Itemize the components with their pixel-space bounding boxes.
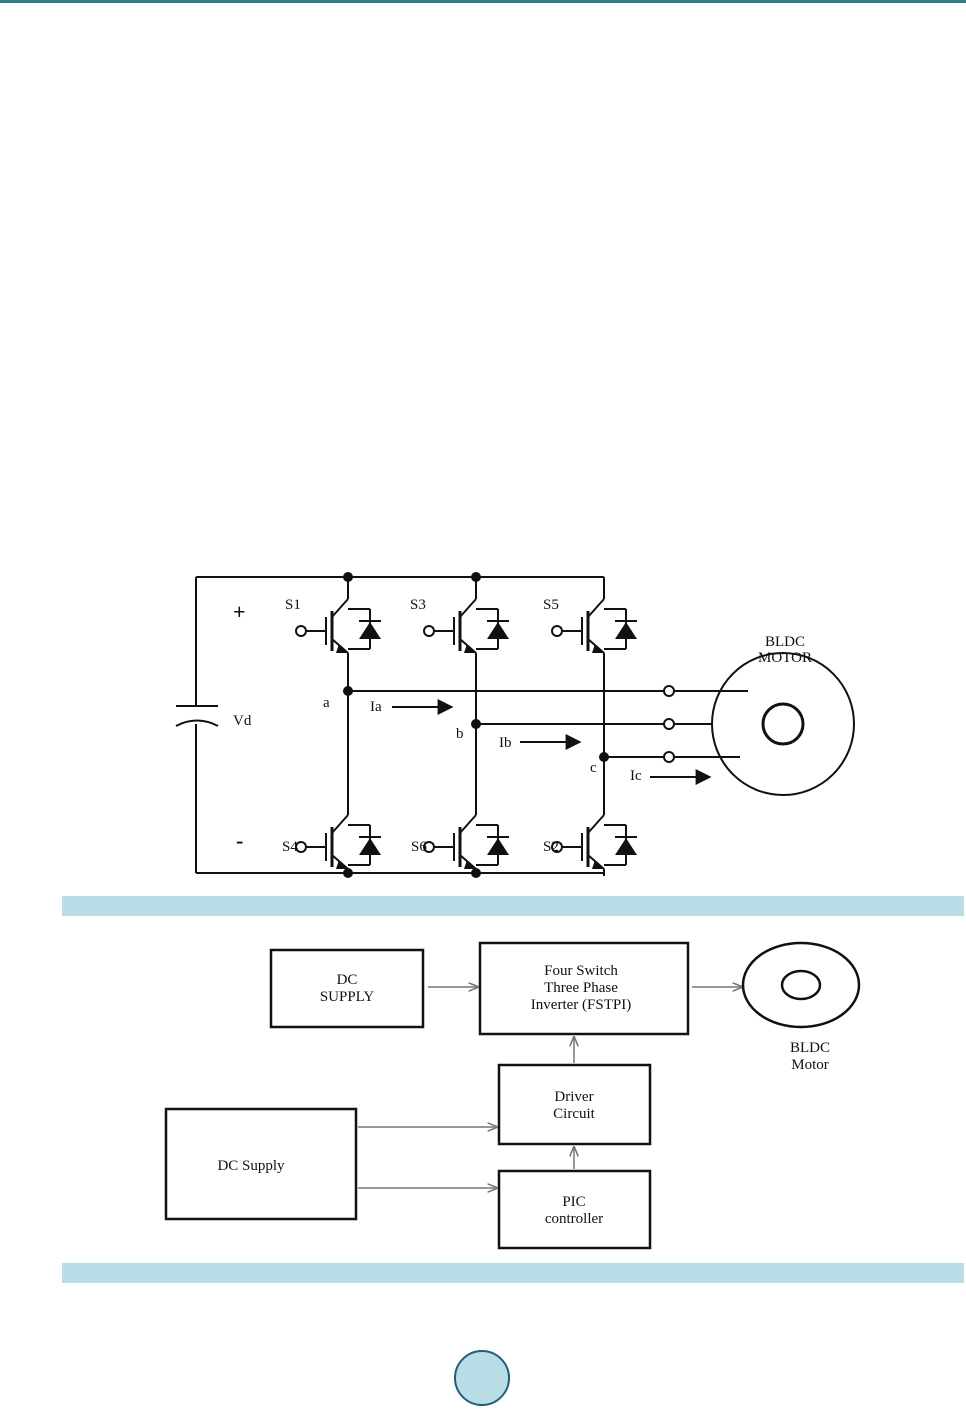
node-c-dot <box>599 752 609 762</box>
page-number <box>456 1352 508 1404</box>
page-number-badge <box>454 1350 510 1406</box>
inverter-circuit-diagram: S1 S3 S5 S4 S6 S2 + - Vd a b c Ia Ib Ic … <box>175 572 855 878</box>
motor-rotor <box>761 702 805 746</box>
block-text-fstpi-line1: Four Switch <box>544 963 618 979</box>
junction-top-b <box>471 572 481 582</box>
label-ic: Ic <box>630 768 642 784</box>
dc-supply-bottom-block <box>164 1107 358 1221</box>
node-b-dot <box>471 719 481 729</box>
pic-controller-block <box>497 1169 652 1250</box>
block-text-fstpi-line3: Inverter (FSTPI) <box>531 997 631 1013</box>
switch-lower-c <box>551 793 637 876</box>
block-text-pic-line1: PIC <box>562 1194 585 1210</box>
label-s3: S3 <box>410 597 426 613</box>
top-rule <box>0 0 966 3</box>
label-s5: S5 <box>543 597 559 613</box>
block-text-dc-supply-top-line2: SUPPLY <box>320 989 375 1005</box>
label-s2: S2 <box>543 839 559 855</box>
dc-supply-top-block <box>269 948 425 1029</box>
motor-outer <box>711 652 855 796</box>
label-s1: S1 <box>285 597 301 613</box>
label-motor-line1: BLDC <box>765 634 805 650</box>
switch-upper-a <box>295 577 381 660</box>
driver-circuit-block <box>497 1063 652 1146</box>
bldc-motor-rotor <box>780 969 822 1001</box>
block-text-dc-supply-top-line1: DC <box>337 972 358 988</box>
fstpi-block <box>478 941 690 1036</box>
block-text-dc-supply-bottom-line1: DC Supply <box>217 1158 285 1174</box>
block-text-motor-line1: BLDC <box>790 1040 830 1056</box>
junction-top-a <box>343 572 353 582</box>
junction-bottom-a <box>343 868 353 878</box>
label-plus: + <box>233 599 246 624</box>
block-text-driver-line1: Driver <box>554 1089 593 1105</box>
terminal-c <box>663 751 675 763</box>
figure-2-caption-bar <box>62 1263 964 1283</box>
label-s6: S6 <box>411 839 427 855</box>
label-node-c: c <box>590 760 597 776</box>
label-s4: S4 <box>282 839 298 855</box>
terminal-a <box>663 685 675 697</box>
label-ia: Ia <box>370 699 382 715</box>
bldc-motor-outer <box>741 941 861 1029</box>
block-text-driver-line2: Circuit <box>553 1106 595 1122</box>
label-node-b: b <box>456 726 464 742</box>
terminal-b <box>663 718 675 730</box>
label-vd: Vd <box>233 713 252 729</box>
switch-upper-b <box>423 577 509 660</box>
label-minus: - <box>236 828 243 853</box>
capacitor-bottom-plate <box>175 719 219 727</box>
switch-upper-c <box>551 577 637 660</box>
figure-1-caption-bar <box>62 896 964 916</box>
block-text-motor-line2: Motor <box>791 1057 829 1073</box>
block-text-fstpi-line2: Three Phase <box>544 980 618 996</box>
label-ib: Ib <box>499 735 512 751</box>
node-a-dot <box>343 686 353 696</box>
label-motor-line2: MOTOR <box>758 650 812 666</box>
junction-bottom-b <box>471 868 481 878</box>
label-node-a: a <box>323 695 330 711</box>
switch-lower-b <box>423 793 509 876</box>
switch-lower-a <box>295 793 381 876</box>
block-text-pic-line2: controller <box>545 1211 603 1227</box>
